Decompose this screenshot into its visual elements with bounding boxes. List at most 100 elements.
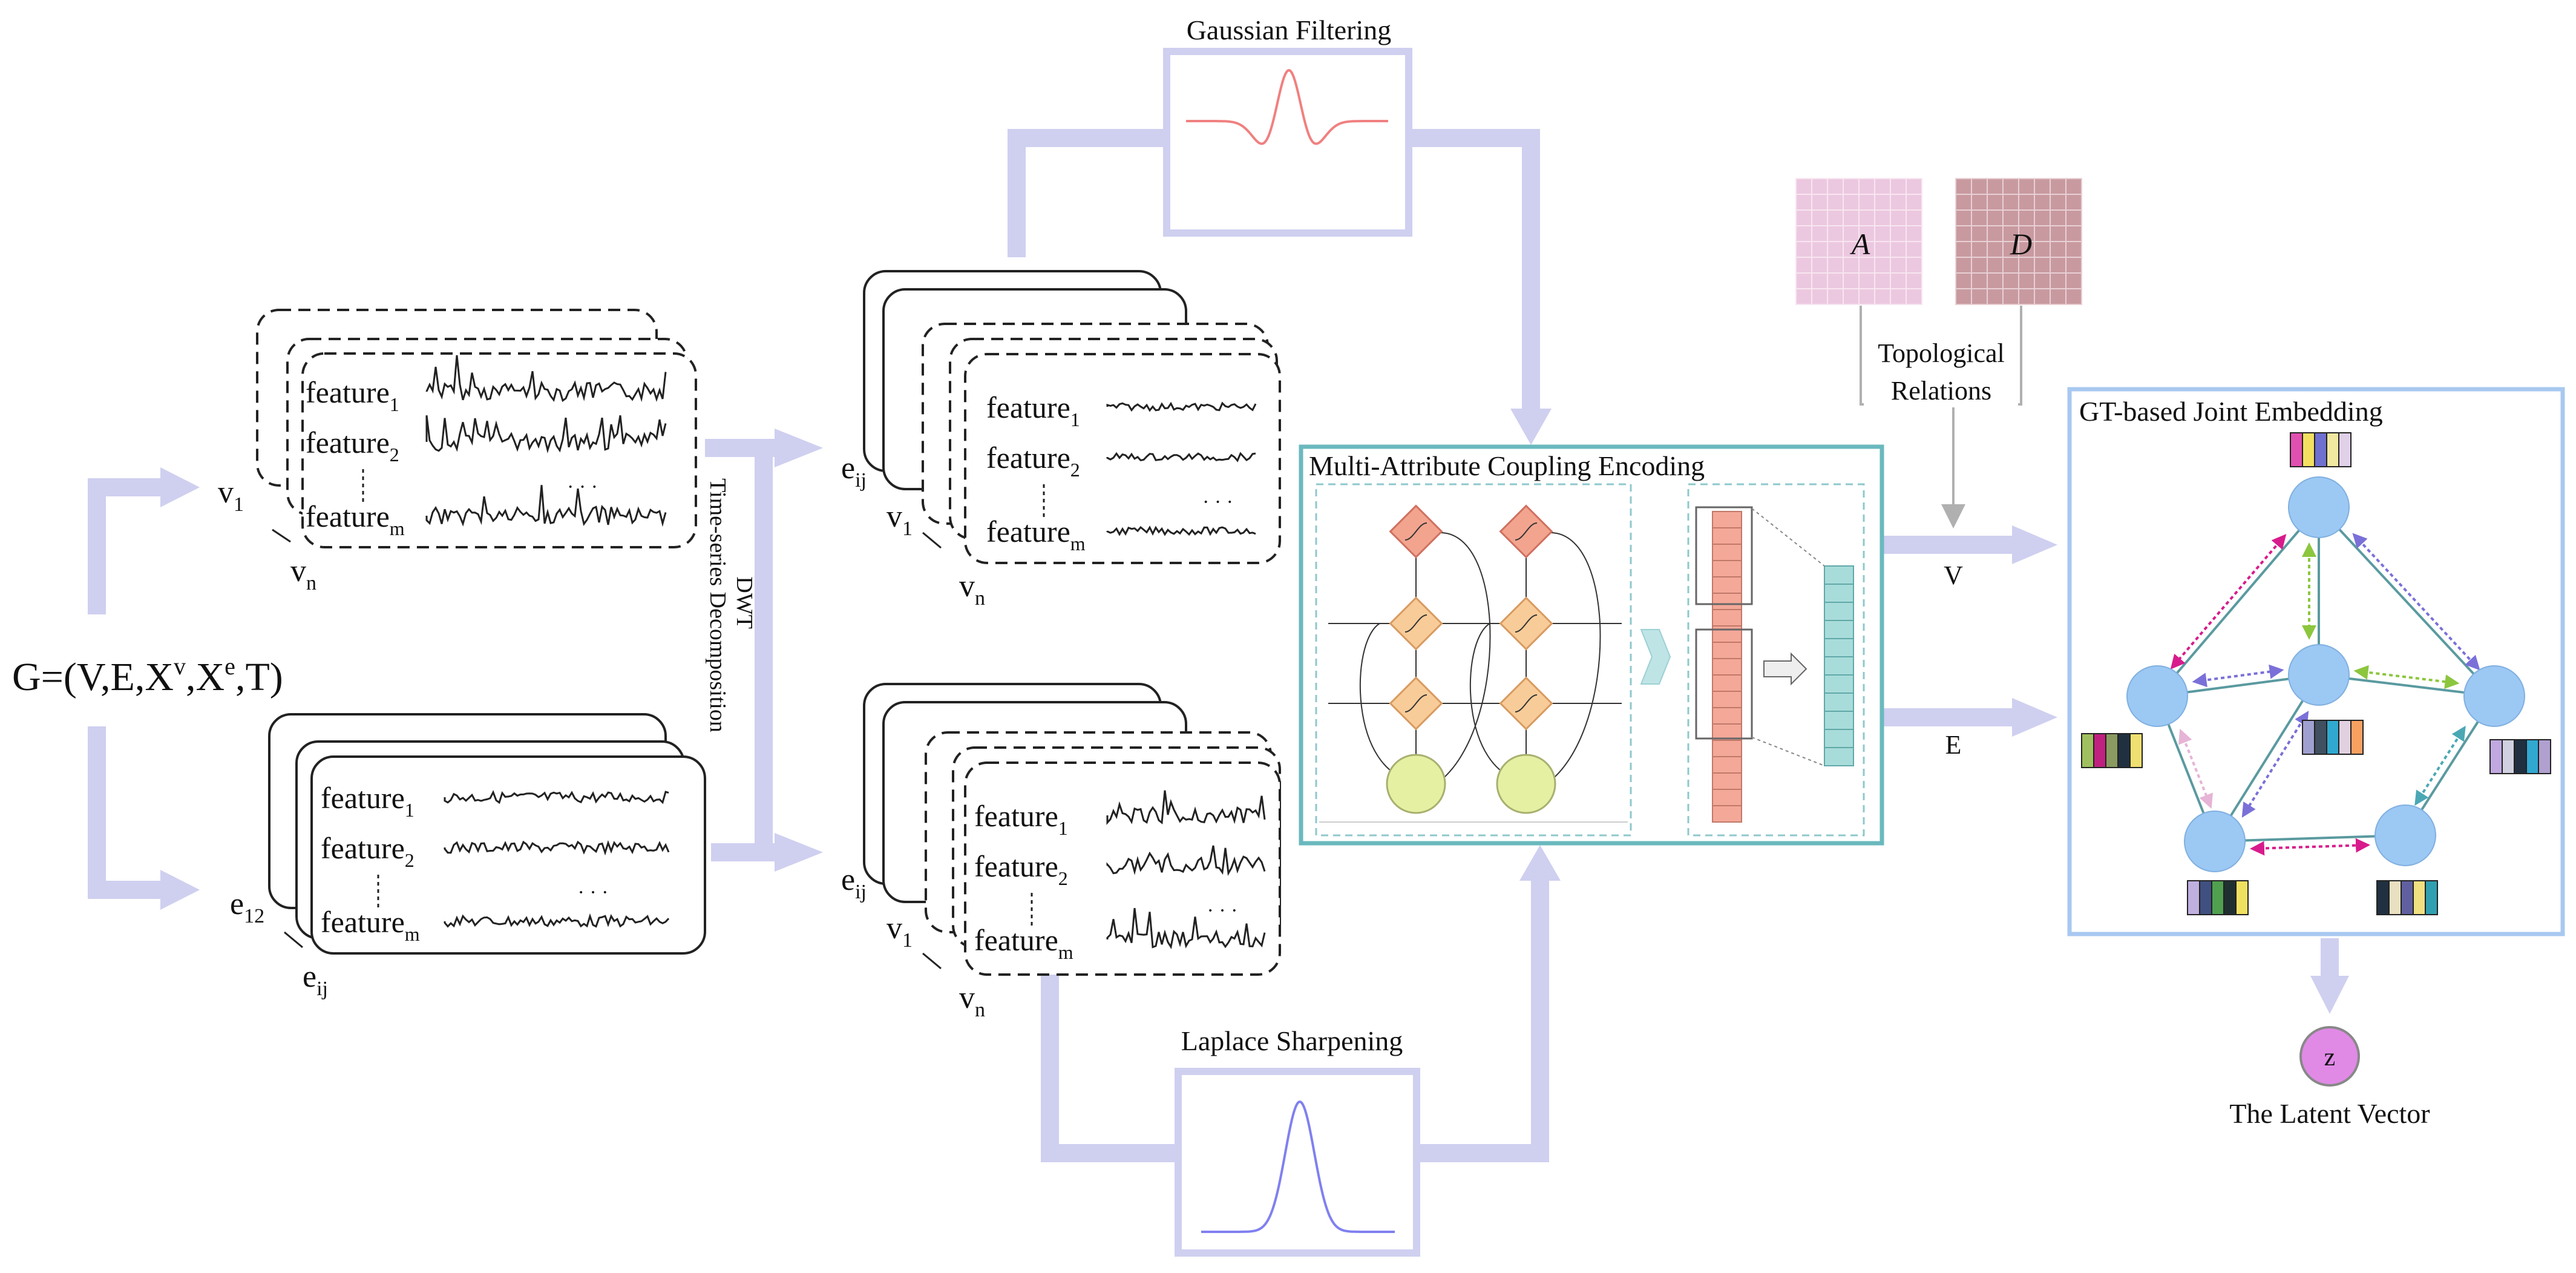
matrix-cell bbox=[1955, 178, 1972, 195]
multi-attribute-coupling-encoding-box: Multi-Attribute Coupling Encoding bbox=[1299, 444, 1884, 846]
matrix-cell bbox=[2050, 272, 2066, 289]
time-series-line bbox=[444, 913, 670, 928]
attention-link bbox=[2414, 725, 2466, 806]
topology-matrices: A D Topological Relations bbox=[1795, 178, 2082, 528]
matrix-cell bbox=[2034, 272, 2051, 289]
matrix-cell bbox=[1858, 178, 1875, 195]
label-e12: e12 bbox=[230, 887, 264, 927]
time-series-line bbox=[1106, 525, 1256, 536]
matrix-cell bbox=[1955, 225, 1972, 242]
chevron-right-icon bbox=[1640, 629, 1671, 685]
time-series-line bbox=[1106, 908, 1266, 950]
time-series-line bbox=[1106, 401, 1257, 412]
matrix-cell bbox=[1811, 225, 1828, 242]
flow-from-laplace bbox=[1417, 878, 1549, 1162]
matrix-cell bbox=[2065, 272, 2082, 289]
matrix-cell bbox=[1874, 257, 1891, 274]
matrix-cell bbox=[1874, 288, 1891, 305]
matrix-cell bbox=[1955, 272, 1972, 289]
gaussian-filtering-box: Gaussian Filtering bbox=[1163, 15, 1412, 237]
matrix-cell bbox=[1906, 241, 1922, 258]
feature-label: feature1 bbox=[986, 390, 1080, 430]
projection-line bbox=[1751, 737, 1825, 766]
topology-label-1: Topological bbox=[1878, 338, 2005, 368]
matrix-cell bbox=[2002, 209, 2019, 226]
matrix-cell bbox=[1890, 178, 1907, 195]
feature-chip-cell bbox=[2129, 733, 2143, 768]
attention-link bbox=[2241, 711, 2309, 818]
flow-to-edges bbox=[88, 726, 163, 899]
arrow-head bbox=[160, 870, 200, 910]
matrix-cell bbox=[1906, 178, 1922, 195]
teal-vector-cell bbox=[1824, 711, 1854, 730]
matrix-cell bbox=[1795, 272, 1812, 289]
salmon-vector-cell bbox=[1712, 527, 1742, 545]
time-series-line bbox=[1106, 452, 1256, 462]
matrix-cell bbox=[1843, 272, 1860, 289]
matrix-cell bbox=[1858, 288, 1875, 305]
matrix-cell bbox=[1795, 241, 1812, 258]
matrix-cell bbox=[2065, 209, 2082, 226]
matrix-cell bbox=[1843, 209, 1860, 226]
matrix-cell bbox=[1858, 194, 1875, 211]
feature-label: feature1 bbox=[306, 375, 399, 415]
matrix-cell bbox=[1811, 257, 1828, 274]
feature-chip-cell bbox=[2105, 733, 2119, 768]
feature-chip-cell bbox=[2326, 720, 2339, 755]
matrix-cell bbox=[1827, 272, 1844, 289]
matrix-cell bbox=[1858, 272, 1875, 289]
label-vn-top: vn bbox=[959, 569, 985, 610]
matrix-cell bbox=[1987, 194, 2004, 211]
flow-from-gaussian bbox=[1409, 129, 1540, 412]
matrix-cell bbox=[1971, 225, 1988, 242]
salmon-vector-cell bbox=[1712, 805, 1742, 823]
feature-chip-cell bbox=[2526, 739, 2539, 774]
feature-label: featurem bbox=[986, 515, 1086, 554]
matrix-cell bbox=[1795, 194, 1812, 211]
matrix-cell bbox=[1811, 272, 1828, 289]
matrix-cell bbox=[1971, 194, 1988, 211]
matrix-cell bbox=[1890, 241, 1907, 258]
graph-node bbox=[2288, 644, 2350, 706]
ellipsis-dots: · · · bbox=[1202, 491, 1233, 513]
feature-label: feature1 bbox=[974, 799, 1068, 839]
salmon-vector-cell bbox=[1712, 789, 1742, 806]
feature-chip-cell bbox=[2514, 739, 2527, 774]
matrix-cell bbox=[1811, 178, 1828, 195]
recurrent-link bbox=[1550, 532, 1601, 781]
feature-chip-cell bbox=[2388, 880, 2402, 915]
matrix-cell bbox=[1795, 209, 1812, 226]
salmon-vector-cell bbox=[1712, 674, 1742, 692]
teal-vector-cell bbox=[1824, 620, 1854, 639]
laplace-curve bbox=[1201, 1100, 1395, 1233]
feature-chip-cell bbox=[2211, 880, 2224, 915]
graph-node bbox=[2463, 665, 2525, 727]
matrix-cell bbox=[1811, 241, 1828, 258]
arrow-head bbox=[775, 429, 823, 467]
matrix-cell bbox=[2065, 288, 2082, 305]
matrix-cell bbox=[2050, 194, 2066, 211]
matrix-cell bbox=[1795, 178, 1812, 195]
flow-to-gaussian bbox=[1008, 129, 1167, 257]
label-vn: vn bbox=[290, 554, 316, 594]
matrix-cell bbox=[1811, 209, 1828, 226]
feature-label: feature2 bbox=[986, 441, 1080, 481]
feature-label: featurem bbox=[306, 499, 405, 539]
input-node bbox=[1496, 754, 1556, 814]
matrix-cell bbox=[1827, 194, 1844, 211]
arrow-head bbox=[1510, 409, 1552, 445]
matrix-cell bbox=[1987, 225, 2004, 242]
teal-vector-cell bbox=[1824, 656, 1854, 676]
label-vn-bottom: vn bbox=[959, 981, 985, 1021]
matrix-cell bbox=[1890, 209, 1907, 226]
matrix-cell bbox=[1971, 178, 1988, 195]
arrow-head bbox=[1519, 845, 1561, 881]
embedding-vectors bbox=[1695, 506, 1854, 823]
feature-chip-cell bbox=[2314, 720, 2327, 755]
activation-curve bbox=[1404, 522, 1427, 541]
matrix-cell bbox=[2034, 257, 2051, 274]
label-v1-bottom: v1 bbox=[887, 911, 913, 952]
matrix-cell bbox=[1987, 209, 2004, 226]
gt-joint-embedding-box: GT-based Joint Embedding bbox=[2067, 387, 2565, 936]
